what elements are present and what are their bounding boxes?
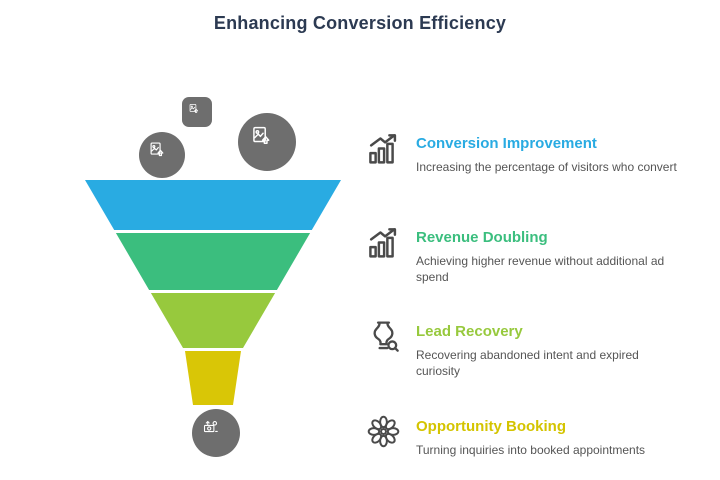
item-text-block: Revenue Doubling Achieving higher revenu… (416, 224, 684, 285)
funnel-segment-2 (115, 233, 311, 290)
item-text-block: Conversion Improvement Increasing the pe… (416, 130, 677, 175)
conversion-funnel (85, 180, 341, 405)
item-description: Recovering abandoned intent and expired … (416, 348, 639, 379)
item-title: Conversion Improvement (416, 135, 597, 152)
image-upload-icon (148, 141, 176, 169)
funnel-segment-3 (150, 293, 276, 348)
list-item-lead-recovery: Lead Recovery Recovering abandoned inten… (365, 318, 700, 379)
funnel-segment-1 (85, 180, 341, 230)
item-text-block: Opportunity Booking Turning inquiries in… (416, 413, 645, 458)
page-title: Enhancing Conversion Efficiency (213, 13, 507, 33)
decoration-badge-right (238, 113, 296, 171)
item-title: Opportunity Booking (416, 418, 566, 435)
item-description: Turning inquiries into booked appointmen… (416, 443, 646, 457)
budget-savings-icon (202, 419, 231, 448)
item-description: Increasing the percentage of visitors wh… (416, 160, 677, 174)
decoration-badge-left (139, 132, 185, 178)
decoration-badge-top (182, 97, 212, 127)
growth-chart-icon (365, 224, 402, 261)
growth-chart-icon (365, 130, 402, 167)
decoration-badge-bottom (192, 409, 240, 457)
item-description: Achieving higher revenue without additio… (416, 254, 665, 285)
image-upload-icon (250, 125, 285, 160)
rosette-icon (365, 413, 402, 450)
vase-icon (365, 318, 402, 355)
item-title: Revenue Doubling (416, 229, 548, 246)
item-title: Lead Recovery (416, 323, 523, 340)
list-item-conversion-improvement: Conversion Improvement Increasing the pe… (365, 130, 700, 175)
list-item-opportunity-booking: Opportunity Booking Turning inquiries in… (365, 413, 700, 458)
funnel-segment-4 (185, 351, 241, 405)
image-upload-icon (188, 103, 206, 121)
item-text-block: Lead Recovery Recovering abandoned inten… (416, 318, 684, 379)
list-item-revenue-doubling: Revenue Doubling Achieving higher revenu… (365, 224, 700, 285)
